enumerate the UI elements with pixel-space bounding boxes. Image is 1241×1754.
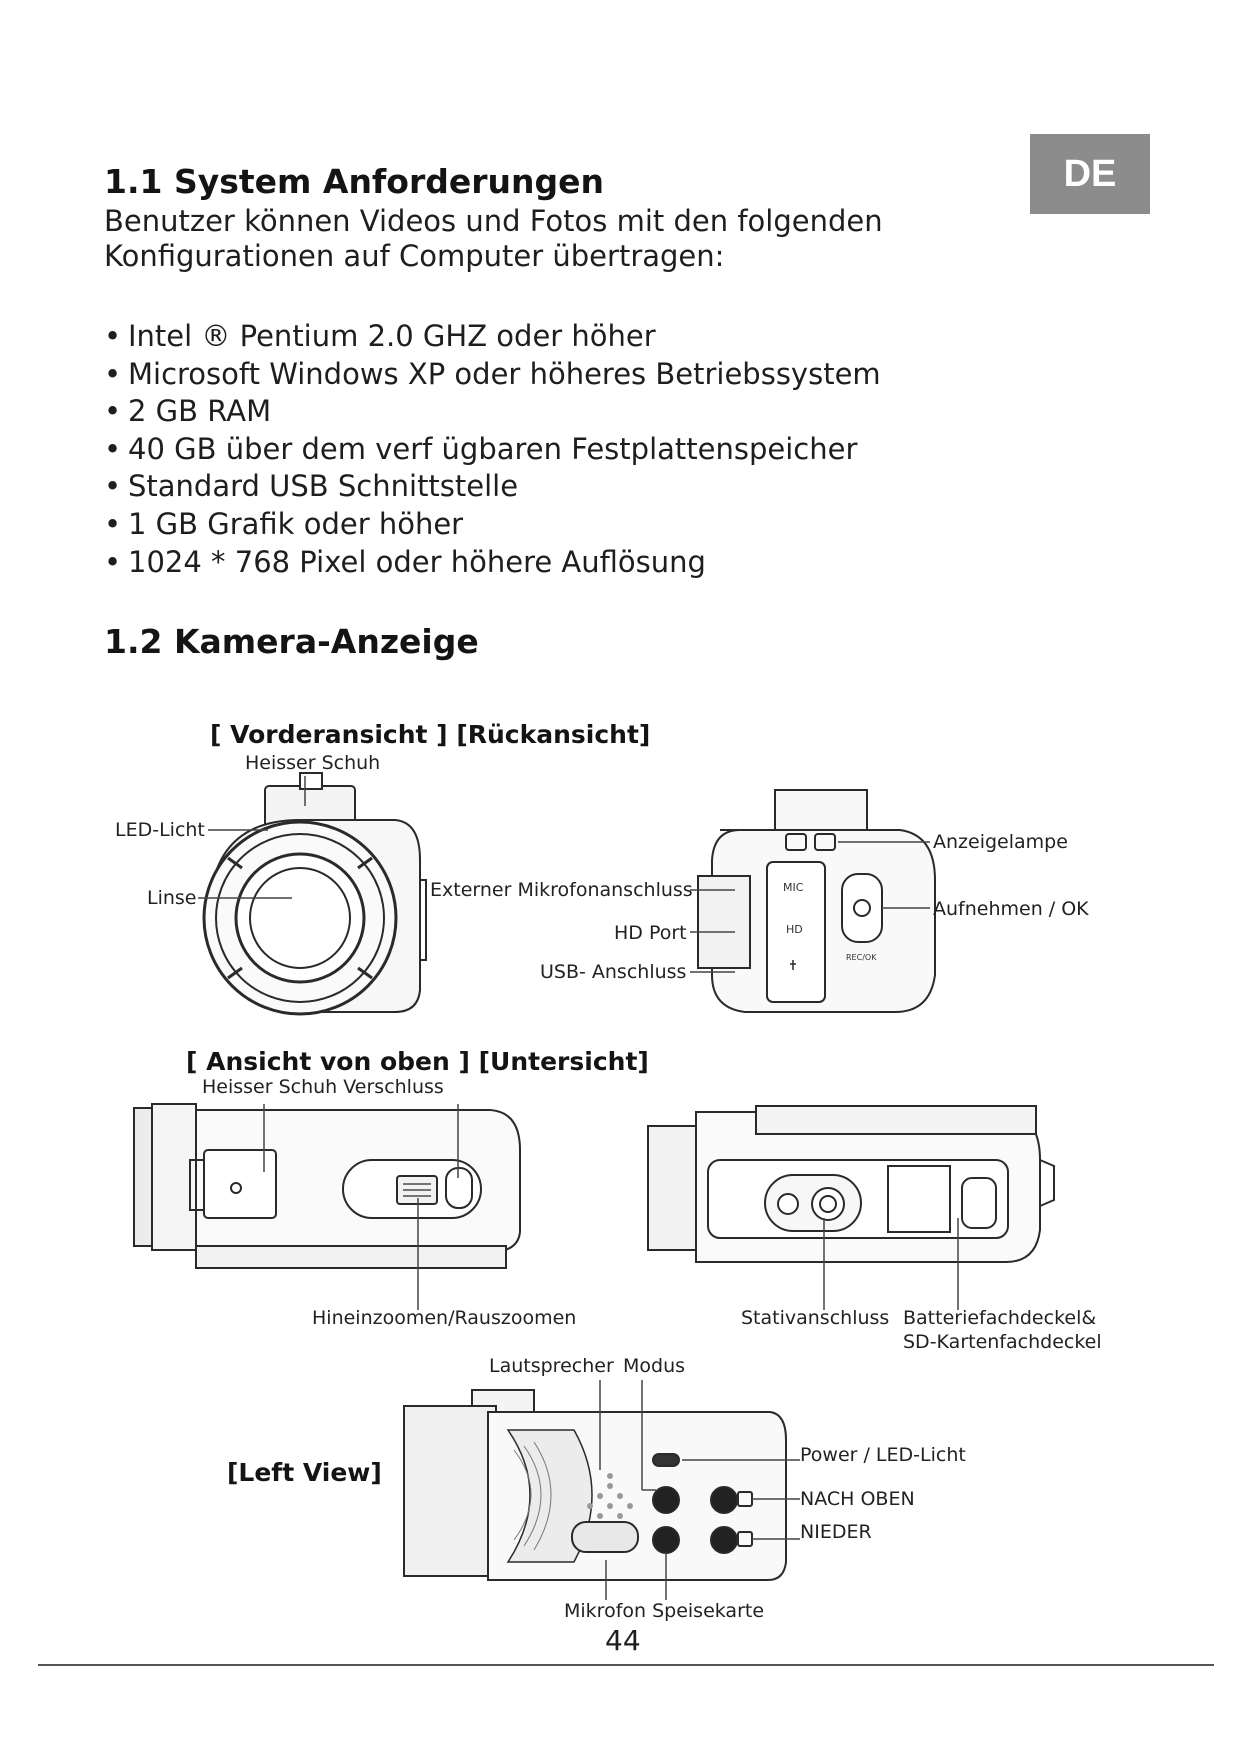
view-title-left-view: [Left View]	[227, 1458, 382, 1487]
section-title-camera-display: 1.2 Kamera-Anzeige	[104, 622, 479, 661]
camera-left-view-illustration	[404, 1390, 786, 1580]
requirements-list: •Intel ® Pentium 2.0 GHZ oder höher •Mic…	[104, 318, 881, 581]
requirement-text: Intel ® Pentium 2.0 GHZ oder höher	[128, 319, 656, 353]
list-item: •1024 * 768 Pixel oder höhere Auflösung	[104, 544, 706, 579]
label-battery-cover-line1: Batteriefachdeckel&	[903, 1307, 1097, 1329]
list-item: •Intel ® Pentium 2.0 GHZ oder höher	[104, 319, 656, 353]
label-mic-menu: Mikrofon Speisekarte	[564, 1600, 765, 1622]
page-number: 44	[605, 1624, 641, 1657]
label-hot-shoe: Heisser Schuh	[245, 752, 381, 774]
section-title-system-requirements: 1.1 System Anforderungen	[104, 162, 604, 201]
intro-paragraph: Benutzer können Videos und Fotos mit den…	[104, 204, 1004, 274]
label-usb-port: USB- Anschluss	[540, 961, 687, 983]
label-mode: Modus	[623, 1355, 686, 1377]
label-indicator-lamp: Anzeigelampe	[933, 831, 1068, 853]
list-item: •Microsoft Windows XP oder höheres Betri…	[104, 356, 881, 391]
language-badge: DE	[1030, 134, 1150, 214]
requirement-text: Standard USB Schnittstelle	[128, 469, 519, 504]
intro-line-2: Konfigurationen auf Computer übertragen:	[104, 239, 725, 273]
list-item: •1 GB Grafik oder höher	[104, 506, 464, 541]
label-hot-shoe-lock: Heisser Schuh Verschluss	[202, 1076, 444, 1098]
label-power-led: Power / LED-Licht	[800, 1444, 966, 1466]
front-back-leader-lines	[198, 776, 930, 972]
requirement-text: 40 GB über dem verf ügbaren Festplattens…	[128, 431, 858, 466]
footer-divider	[38, 1664, 1214, 1666]
list-item: •40 GB über dem verf ügbaren Festplatten…	[104, 431, 858, 466]
label-record-ok: Aufnehmen / OK	[933, 898, 1089, 920]
view-title-front-back: [ Vorderansicht ] [Rückansicht]	[210, 720, 651, 749]
camera-top-view-illustration	[134, 1104, 520, 1268]
label-down: NIEDER	[800, 1521, 872, 1543]
top-bottom-leader-lines	[264, 1104, 958, 1310]
requirement-text: 1 GB Grafik oder höher	[128, 506, 464, 541]
rec-button-text: REC/OK	[846, 953, 877, 962]
list-item: •2 GB RAM	[104, 394, 272, 429]
requirement-text: 1024 * 768 Pixel oder höhere Auflösung	[128, 544, 706, 579]
label-tripod-mount: Stativanschluss	[741, 1307, 890, 1329]
label-led-light: LED-Licht	[115, 819, 205, 841]
requirement-text: 2 GB RAM	[128, 394, 272, 429]
hd-port-text: HD	[786, 923, 803, 936]
camera-front-view-illustration	[204, 773, 426, 1014]
label-lens: Linse	[147, 887, 197, 909]
label-hd-port: HD Port	[614, 922, 687, 944]
label-battery-cover-line2: SD-Kartenfachdeckel	[903, 1331, 1102, 1353]
label-up: NACH OBEN	[800, 1488, 915, 1510]
intro-line-1: Benutzer können Videos und Fotos mit den…	[104, 204, 883, 238]
camera-back-view-illustration: MIC HD REC/OK	[698, 790, 935, 1012]
requirement-text: Microsoft Windows XP oder höheres Betrie…	[128, 356, 881, 391]
camera-bottom-view-illustration	[648, 1106, 1054, 1262]
mic-port-text: MIC	[783, 881, 804, 894]
left-view-leader-lines	[600, 1380, 800, 1600]
label-speaker: Lautsprecher	[489, 1355, 614, 1377]
view-title-top-bottom: [ Ansicht von oben ] [Untersicht]	[186, 1047, 649, 1076]
list-item: •Standard USB Schnittstelle	[104, 469, 519, 504]
label-zoom: Hineinzoomen/Rauszoomen	[312, 1307, 577, 1329]
label-external-mic: Externer Mikrofonanschluss	[430, 879, 693, 901]
